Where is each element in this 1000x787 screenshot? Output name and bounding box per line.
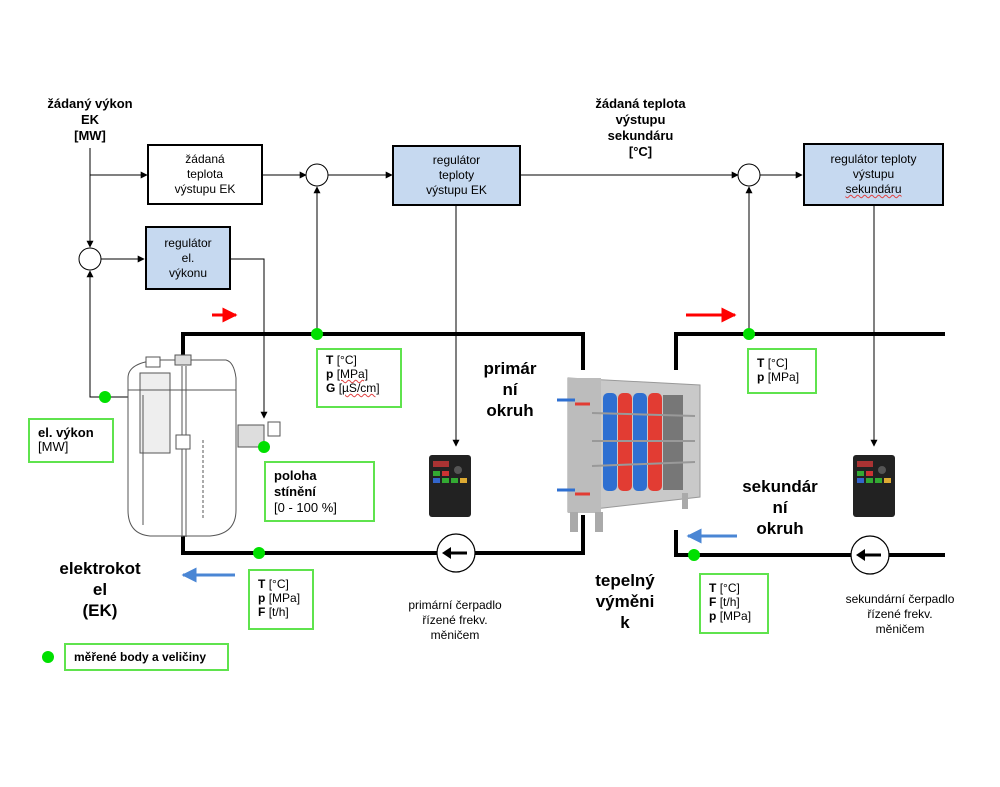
measure-point-secondary-return (688, 549, 700, 561)
measure-point-secondary-supply (743, 328, 755, 340)
summing-junction-power (78, 247, 102, 271)
secondary-pump (850, 535, 890, 575)
primary-frequency-converter (429, 455, 471, 517)
signal-power-feedback (86, 270, 128, 398)
legend-box: měřené body a veličiny (64, 643, 229, 671)
primary-supply-pipe (181, 332, 585, 370)
summing-junction-secondary-temp (737, 163, 761, 187)
measurement-points (42, 328, 755, 663)
measure-box-secondary-return: T [°C] F [t/h] p [MPa] (699, 573, 769, 634)
secondary-supply-pipe (674, 332, 945, 370)
measure-box-primary-return: T [°C] p [MPa] F [t/h] (248, 569, 314, 630)
measure-point-primary-return (253, 547, 265, 559)
control-signals (86, 148, 878, 447)
measure-box-secondary-supply: T [°C] p [MPa] (747, 348, 817, 394)
measure-point-shield (258, 441, 270, 453)
power-setpoint-label: žádaný výkon EK [MW] (47, 96, 133, 143)
measure-box-shield-position: poloha stínění [0 - 100 %] (264, 461, 375, 522)
legend-point (42, 651, 54, 663)
measure-box-primary-supply: T [°C] p [MPa] G [µS/cm] (316, 348, 402, 408)
secondary-frequency-converter (853, 455, 895, 517)
primary-pump (436, 533, 476, 573)
measure-point-el-power (99, 391, 111, 403)
plate-heat-exchanger (557, 377, 701, 532)
measure-box-el-power: el. výkon [MW] (28, 418, 114, 463)
signal-power-regulator-to-shield (231, 258, 268, 419)
summing-junction-ek-temp (305, 163, 329, 187)
secondary-temp-setpoint-label: žádaná teplota výstupu sekundáru [°C] (595, 96, 686, 159)
measure-point-primary-supply (311, 328, 323, 340)
primary-return-pipe (181, 515, 585, 555)
electric-boiler-drawing (127, 354, 281, 537)
